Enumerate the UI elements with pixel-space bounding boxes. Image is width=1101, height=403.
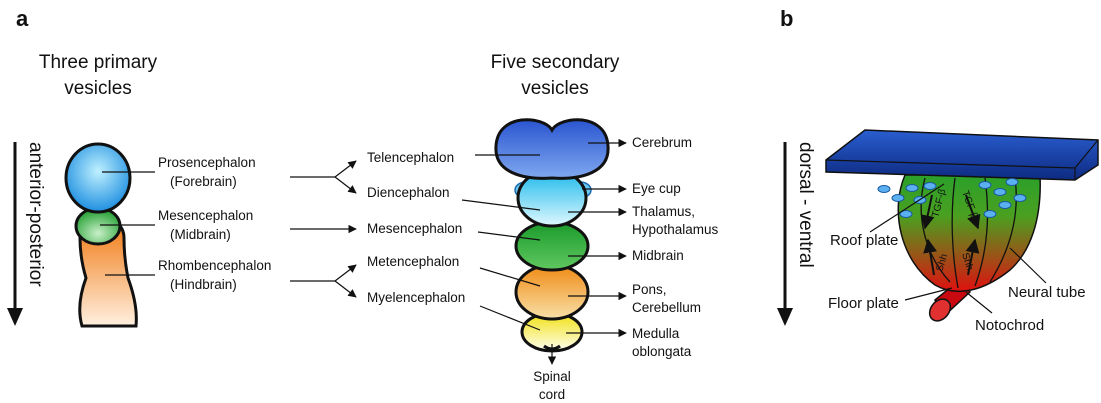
- hypothalamus-label: Hypothalamus: [632, 222, 719, 237]
- ectoderm-slab: [826, 130, 1098, 180]
- metencephalon-vesicle: [516, 265, 588, 319]
- anterior-posterior-axis: anterior-posterior: [7, 142, 46, 326]
- neural-tube-label: Neural tube: [1008, 284, 1086, 301]
- forebrain-label: (Forebrain): [170, 174, 237, 189]
- panel-b-label: b: [780, 6, 793, 31]
- primary-vesicles: [66, 144, 136, 326]
- axis-arrow-down-icon: [777, 308, 793, 326]
- primary-header-line1: Three primary: [39, 52, 158, 73]
- oblongata-label: oblongata: [632, 344, 692, 359]
- secondary-header-line2: vesicles: [521, 78, 589, 99]
- roof-plate-label: Roof plate: [830, 232, 898, 249]
- eye-cup-label: Eye cup: [632, 181, 681, 196]
- telencephalon-label: Telencephalon: [367, 150, 454, 165]
- notochord-leader: [966, 292, 992, 313]
- myelencephalon-label: Myelencephalon: [367, 290, 465, 305]
- dorsal-ventral-axis: dorsal - ventral: [777, 142, 816, 326]
- dorsal-ventral-label: dorsal - ventral: [795, 142, 816, 268]
- telencephalon-vesicle: [496, 120, 608, 179]
- mesencephalon-primary-label: Mesencephalon: [158, 208, 253, 223]
- notochord-label: Notochrod: [975, 317, 1044, 334]
- anterior-posterior-label: anterior-posterior: [25, 142, 46, 287]
- midbrain-primary-label: (Midbrain): [170, 227, 231, 242]
- secondary-header-line1: Five secondary: [491, 52, 620, 73]
- mesencephalon-secondary-label: Mesencephalon: [367, 221, 462, 236]
- panel-a-label: a: [16, 6, 29, 31]
- diencephalon-label: Diencephalon: [367, 185, 450, 200]
- prosencephalon-label: Prosencephalon: [158, 155, 256, 170]
- pons-label: Pons,: [632, 282, 667, 297]
- medulla-label: Medulla: [632, 326, 680, 341]
- rhombencephalon-label: Rhombencephalon: [158, 258, 271, 273]
- floor-plate-label: Floor plate: [828, 295, 899, 312]
- metencephalon-label: Metencephalon: [367, 254, 459, 269]
- prosencephalon-fork-arrow: [290, 161, 356, 193]
- axis-arrow-down-icon: [7, 308, 23, 326]
- mesencephalon-secondary-vesicle: [516, 222, 588, 270]
- hindbrain-label: (Hindbrain): [170, 277, 237, 292]
- rhombencephalon-fork-arrow: [290, 265, 356, 297]
- midbrain-adult-label: Midbrain: [632, 248, 684, 263]
- thalamus-label: Thalamus,: [632, 204, 695, 219]
- primary-header-line2: vesicles: [64, 78, 132, 99]
- spinal-label: Spinal: [533, 369, 571, 384]
- cord-label: cord: [539, 387, 565, 402]
- cerebellum-label: Cerebellum: [632, 300, 701, 315]
- prosencephalon-vesicle: [66, 144, 130, 212]
- cerebrum-label: Cerebrum: [632, 135, 692, 150]
